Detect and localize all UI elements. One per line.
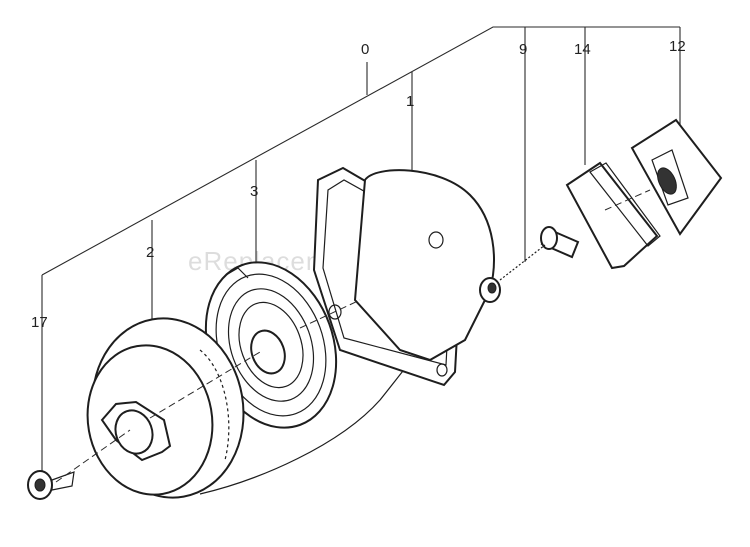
callout-0: 0 (361, 41, 369, 58)
part-pulley-screw (27, 470, 75, 500)
callout-12: 12 (669, 38, 686, 55)
callout-3: 3 (250, 183, 258, 200)
part-pulley (86, 317, 245, 499)
callout-17: 17 (31, 314, 48, 331)
callout-leader-lines (41, 26, 681, 472)
part-handle-grip (565, 161, 661, 270)
part-starter-handle (630, 118, 723, 236)
callout-2: 2 (146, 244, 154, 261)
callout-9: 9 (519, 41, 527, 58)
callout-labels: 0 9 14 12 1 3 2 17 (31, 38, 686, 331)
callout-1: 1 (406, 93, 414, 110)
assembly-axis-centerline (55, 299, 361, 483)
part-starter-case (312, 166, 501, 387)
part-rope-stopper (540, 226, 580, 259)
callout-14: 14 (574, 41, 591, 58)
